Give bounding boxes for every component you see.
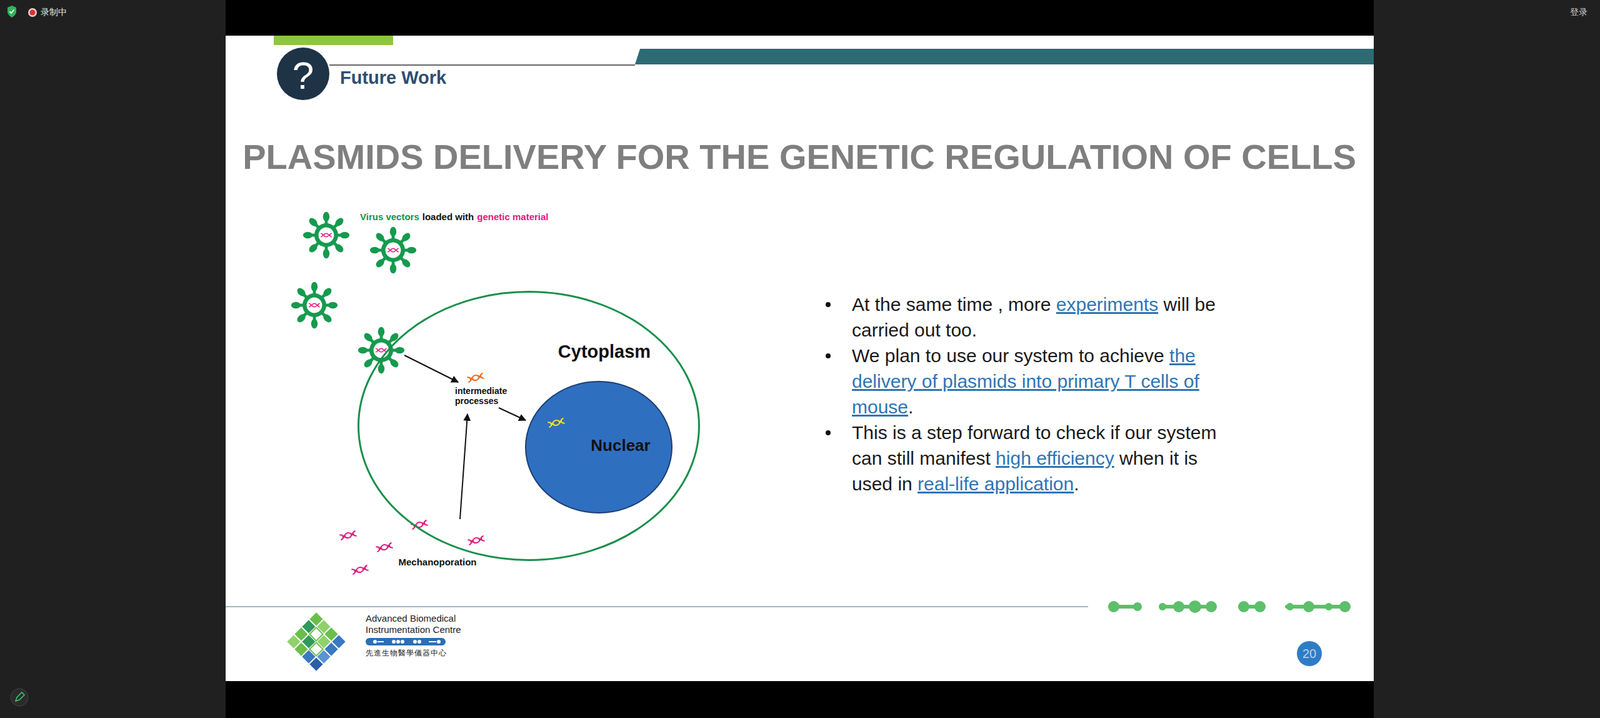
caption-text: loaded with	[422, 211, 475, 222]
bullet-dot	[825, 430, 831, 435]
pink-dna	[375, 542, 393, 552]
question-circle: ?	[276, 47, 330, 100]
link-text: high efficiency	[995, 447, 1115, 469]
logo-chinese-text: 先進生物醫學儀器中心	[365, 647, 447, 659]
process-arrow	[460, 413, 468, 519]
green-accent-bar	[273, 35, 394, 45]
pencil-icon	[15, 691, 25, 701]
page-number: 20	[1302, 646, 1317, 661]
bullet-item: This is a step forward to check if our s…	[851, 419, 1240, 497]
header-rule	[329, 64, 635, 66]
caption-text: genetic material	[476, 211, 549, 222]
pencil-button	[10, 688, 29, 706]
process-label: intermediate processes	[455, 385, 518, 406]
cytoplasm-label: Cytoplasm	[558, 341, 651, 362]
virus-vector	[370, 226, 417, 274]
nucleus-label: Nuclear	[590, 435, 650, 455]
recording-status: 录制中	[40, 6, 67, 19]
orange-dna	[466, 373, 484, 382]
yellow-dna	[547, 418, 565, 427]
process-arrow	[498, 407, 526, 420]
shield-check	[10, 10, 15, 14]
link-text: real-life application	[917, 473, 1074, 494]
bullet-text: .	[1073, 473, 1079, 494]
logo-blue-bar	[365, 637, 446, 645]
page-number-circle-outline	[1296, 640, 1322, 666]
bullet-text: At the same time , more	[851, 293, 1051, 315]
record-dot	[30, 10, 36, 16]
virus-vector	[303, 211, 350, 259]
nucleus: Nuclear	[525, 380, 673, 514]
logo-text: Advanced Biomedical	[365, 612, 456, 624]
slide-title: PLASMIDS DELIVERY FOR THE GENETIC REGULA…	[242, 136, 1357, 177]
teal-band	[635, 48, 1374, 65]
pink-dna	[351, 565, 369, 574]
slide-ground	[225, 35, 1374, 681]
caption-text: Virus vectors	[360, 211, 420, 222]
bullet-list: At the same time , more experiments will…	[851, 291, 1240, 497]
bullet-text: .	[908, 396, 914, 417]
virus-vector-on-membrane	[358, 326, 405, 374]
section-heading: Future Work	[340, 67, 447, 89]
virus-caption-row: Virus vectorsloaded withgenetic material	[360, 211, 549, 222]
process-arrow	[404, 355, 459, 382]
record-ring	[28, 8, 37, 17]
link-text: experiments	[1056, 293, 1159, 315]
nucleus-outline	[525, 381, 672, 513]
pink-dna	[467, 535, 485, 545]
bullet-item: At the same time , more experiments will…	[851, 291, 1240, 343]
pink-dna	[339, 530, 357, 540]
bullet-item: We plan to use our system to achieve the…	[851, 342, 1240, 420]
cell-membrane-outline	[358, 291, 700, 560]
mechanoporation-label: Mechanoporation	[398, 556, 477, 567]
bullet-dot	[825, 353, 831, 359]
login-button: 登录	[1570, 6, 1588, 19]
logo-text: Instrumentation Centre	[365, 623, 462, 635]
footer-rule	[225, 605, 1089, 607]
question-circle-outline	[276, 47, 330, 100]
logo-diamond-grid	[286, 611, 345, 670]
bullet-dot	[825, 301, 831, 307]
page-number-circle: 20	[1296, 640, 1322, 666]
bullet-text: We plan to use our system to achieve	[851, 345, 1165, 366]
question-mark: ?	[292, 53, 314, 98]
green-dot-decoration	[1108, 600, 1351, 613]
cell-membrane: CytoplasmNuclear	[357, 290, 700, 561]
shield-icon	[7, 5, 17, 18]
virus-vector	[291, 281, 338, 329]
